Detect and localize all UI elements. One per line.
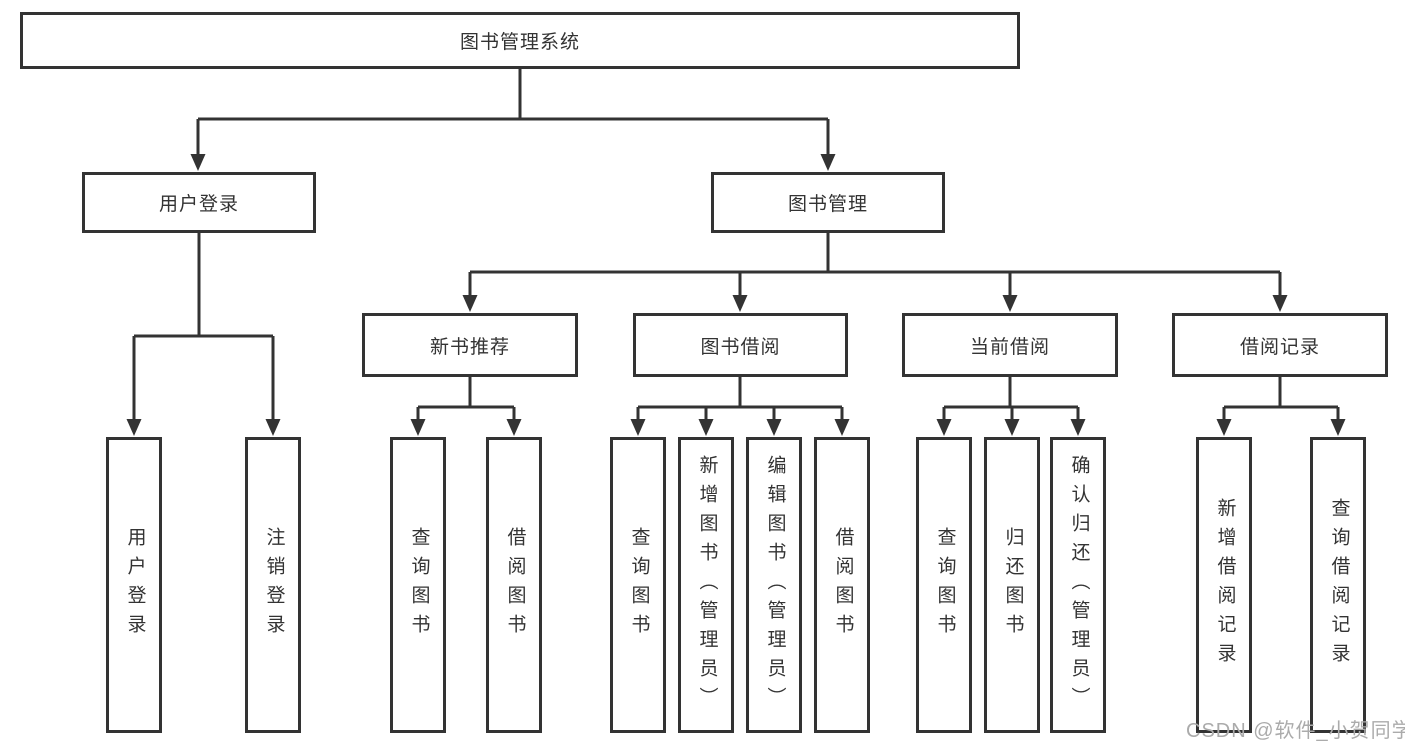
node-book-management: 图书管理: [711, 172, 945, 233]
node-user-login: 用户登录: [82, 172, 316, 233]
leaf-label: 查询图书: [934, 527, 956, 643]
watermark: CSDN @软件_小贺同学: [1186, 720, 1405, 742]
leaf-label: 查询借阅记录: [1328, 498, 1350, 672]
leaf-user-login: 用户登录: [106, 437, 162, 733]
leaf-label: 借阅图书: [504, 527, 526, 643]
leaf-borrow-query-books: 查询图书: [610, 437, 666, 733]
leaf-label: 借阅图书: [832, 527, 854, 643]
leaf-label: 新增图书（管理员）: [696, 454, 718, 716]
tree-edges: [132, 69, 1340, 421]
node-borrowing-records: 借阅记录: [1172, 313, 1388, 377]
node-new-book-recommendation: 新书推荐: [362, 313, 578, 377]
leaf-add-books-admin: 新增图书（管理员）: [678, 437, 734, 733]
leaf-label: 新增借阅记录: [1214, 498, 1236, 672]
node-book-management-system: 图书管理系统: [20, 12, 1020, 69]
leaf-label: 注销登录: [263, 527, 285, 643]
leaf-recommend-query-books: 查询图书: [390, 437, 446, 733]
leaf-recommend-borrow-books: 借阅图书: [486, 437, 542, 733]
node-book-borrowing: 图书借阅: [633, 313, 848, 377]
leaf-add-borrow-record: 新增借阅记录: [1196, 437, 1252, 733]
leaf-label: 用户登录: [124, 527, 146, 643]
leaf-logout: 注销登录: [245, 437, 301, 733]
leaf-borrow-books: 借阅图书: [814, 437, 870, 733]
leaf-label: 查询图书: [408, 527, 430, 643]
leaf-return-books: 归还图书: [984, 437, 1040, 733]
leaf-current-query-books: 查询图书: [916, 437, 972, 733]
leaf-label: 归还图书: [1002, 527, 1024, 643]
leaf-confirm-return-admin: 确认归还（管理员）: [1050, 437, 1106, 733]
leaf-edit-books-admin: 编辑图书（管理员）: [746, 437, 802, 733]
leaf-label: 编辑图书（管理员）: [764, 454, 786, 716]
leaf-label: 确认归还（管理员）: [1068, 454, 1090, 716]
leaf-label: 查询图书: [628, 527, 650, 643]
leaf-query-borrow-record: 查询借阅记录: [1310, 437, 1366, 733]
node-current-borrowing: 当前借阅: [902, 313, 1118, 377]
arrow-down-icons: [126, 154, 1346, 436]
